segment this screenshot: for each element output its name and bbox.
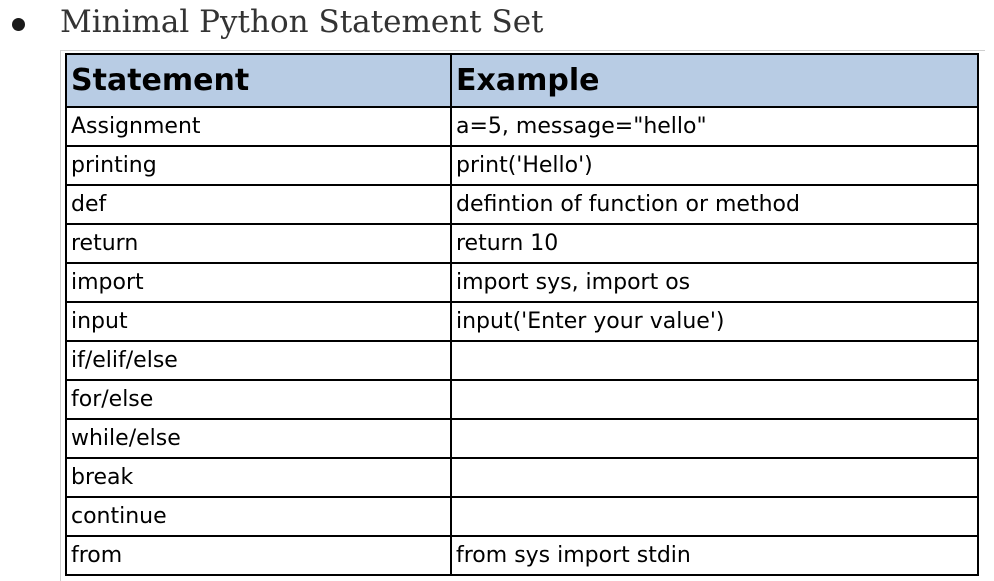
example-cell xyxy=(450,497,979,537)
statement-cell: for/else xyxy=(65,380,452,420)
example-cell xyxy=(450,458,979,498)
statement-cell: return xyxy=(65,224,452,264)
table-row: import import sys, import os xyxy=(65,263,979,303)
column-header-example: Example xyxy=(450,53,979,108)
example-cell: print('Hello') xyxy=(450,146,979,186)
spreadsheet-image: Statement Example Assignment a=5, messag… xyxy=(60,50,985,581)
column-header-statement: Statement xyxy=(65,53,452,108)
table-row: if/elif/else xyxy=(65,341,979,381)
statement-cell: continue xyxy=(65,497,452,537)
bullet-item: Minimal Python Statement Set xyxy=(0,0,994,46)
table-row: while/else xyxy=(65,419,979,459)
statement-cell: printing xyxy=(65,146,452,186)
table-row: from from sys import stdin xyxy=(65,536,979,576)
statement-cell: import xyxy=(65,263,452,303)
example-cell xyxy=(450,380,979,420)
bullet-icon xyxy=(12,18,25,31)
table-row: printing print('Hello') xyxy=(65,146,979,186)
table-row: continue xyxy=(65,497,979,537)
statement-cell: from xyxy=(65,536,452,576)
example-cell: return 10 xyxy=(450,224,979,264)
statement-cell: while/else xyxy=(65,419,452,459)
statement-cell: Assignment xyxy=(65,107,452,147)
example-cell xyxy=(450,341,979,381)
example-cell: from sys import stdin xyxy=(450,536,979,576)
table-row: for/else xyxy=(65,380,979,420)
statement-cell: def xyxy=(65,185,452,225)
example-cell: a=5, message="hello" xyxy=(450,107,979,147)
statement-table: Statement Example Assignment a=5, messag… xyxy=(65,53,979,576)
example-cell xyxy=(450,419,979,459)
statement-cell: input xyxy=(65,302,452,342)
table-row: Assignment a=5, message="hello" xyxy=(65,107,979,147)
table-row: input input('Enter your value') xyxy=(65,302,979,342)
table-row: return return 10 xyxy=(65,224,979,264)
table-header-row: Statement Example xyxy=(65,53,979,108)
example-cell: input('Enter your value') xyxy=(450,302,979,342)
page-title: Minimal Python Statement Set xyxy=(60,4,544,40)
example-cell: import sys, import os xyxy=(450,263,979,303)
table-row: def defintion of function or method xyxy=(65,185,979,225)
statement-cell: if/elif/else xyxy=(65,341,452,381)
table-row: break xyxy=(65,458,979,498)
example-cell: defintion of function or method xyxy=(450,185,979,225)
statement-cell: break xyxy=(65,458,452,498)
